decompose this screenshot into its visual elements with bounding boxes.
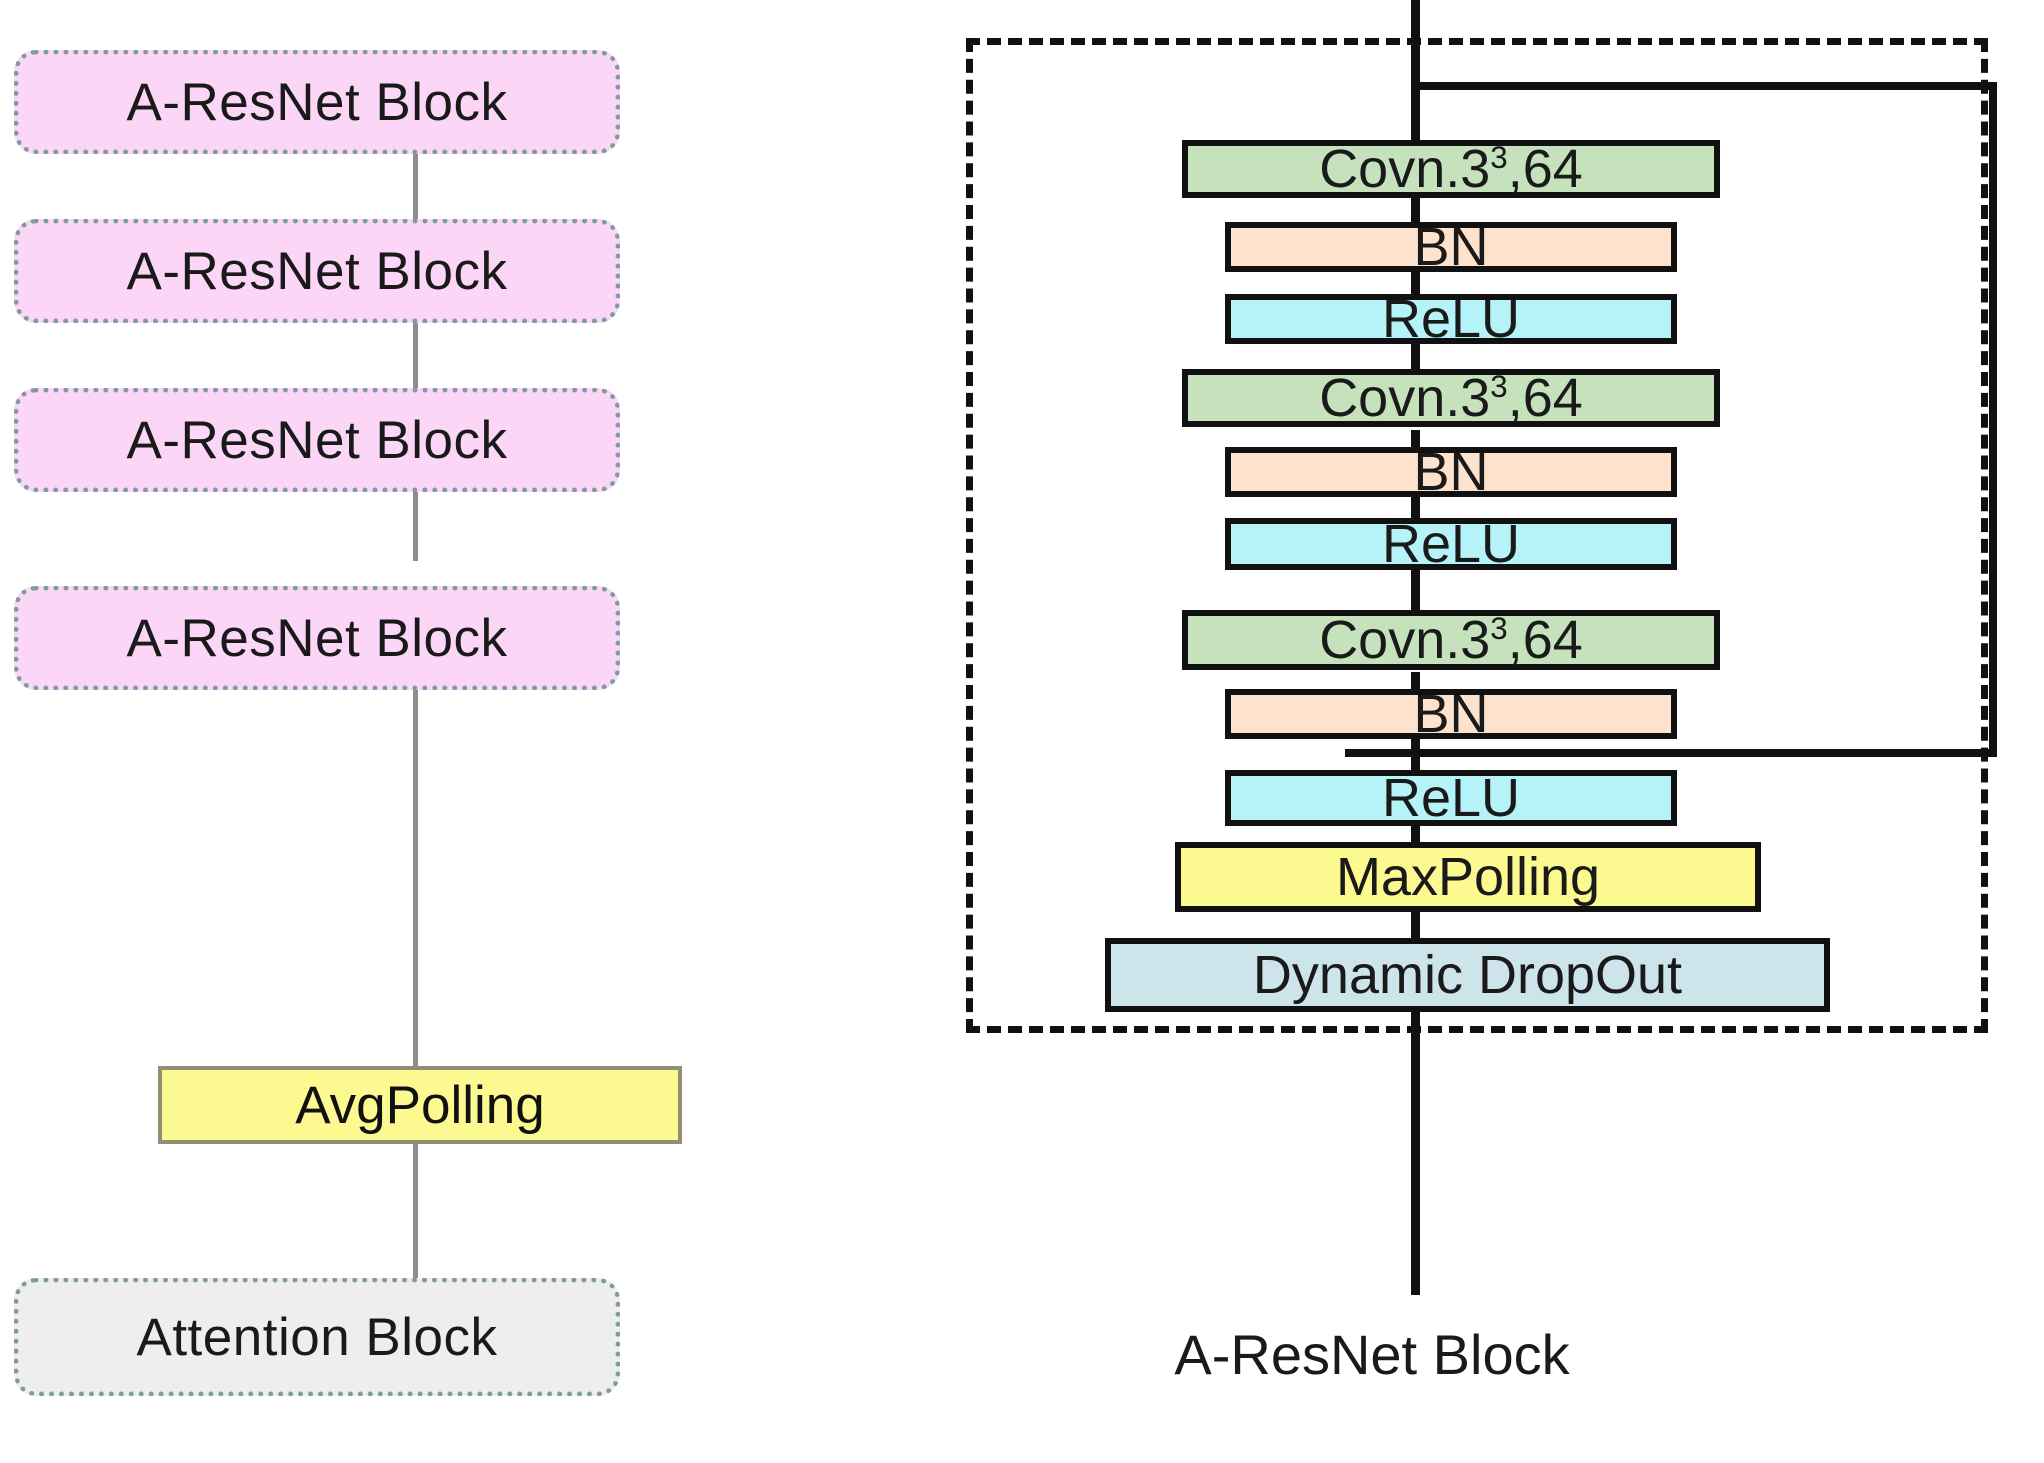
layer-label: ReLU <box>1381 289 1521 349</box>
a-resnet-block-detail: Covn.33,64 BN ReLU Covn.33,64 BN ReLU Co… <box>700 0 2044 1463</box>
wire-conv3-to-bn3 <box>1411 672 1420 691</box>
wire-relu3-to-maxpool <box>1411 824 1420 844</box>
layer-label: MaxPolling <box>1335 847 1601 907</box>
block-caption: A-ResNet Block <box>1174 1323 1570 1386</box>
pipeline-node-label: AvgPolling <box>295 1075 545 1135</box>
layer-bn-1[interactable]: BN <box>1225 217 1677 277</box>
pipeline-node-resnet-4[interactable]: A-ResNet Block <box>14 586 620 690</box>
layer-relu-1[interactable]: ReLU <box>1225 289 1677 349</box>
pipeline-node-label: A-ResNet Block <box>126 241 508 301</box>
wire-dropout-to-output <box>1411 1010 1420 1295</box>
pipeline-node-resnet-1[interactable]: A-ResNet Block <box>14 50 620 154</box>
wire-conv2-to-bn2 <box>1411 430 1420 449</box>
pipeline-node-avgpolling[interactable]: AvgPolling <box>158 1066 682 1144</box>
pipeline-node-label: A-ResNet Block <box>126 608 508 668</box>
layer-label: BN <box>1413 684 1489 744</box>
layer-label: Covn.33,64 <box>1319 610 1583 670</box>
layer-relu-2[interactable]: ReLU <box>1225 514 1677 574</box>
residual-skip-bottom-horizontal <box>1345 749 1997 757</box>
layer-label: BN <box>1413 217 1489 277</box>
layer-label: ReLU <box>1381 768 1521 828</box>
pipeline-node-label: Attention Block <box>136 1307 498 1367</box>
residual-skip-top-horizontal <box>1411 82 1997 90</box>
pipeline-node-resnet-2[interactable]: A-ResNet Block <box>14 219 620 323</box>
layer-conv-3[interactable]: Covn.33,64 <box>1182 610 1720 670</box>
layer-relu-3[interactable]: ReLU <box>1225 770 1677 826</box>
wire-input-to-conv1 <box>1411 0 1420 142</box>
connector-resnet4-avgpolling <box>413 688 418 1066</box>
layer-dynamic-dropout[interactable]: Dynamic DropOut <box>1105 938 1830 1012</box>
connector-resnet1-resnet2 <box>413 152 418 224</box>
connector-resnet2-resnet3 <box>413 319 418 391</box>
layer-label: BN <box>1413 442 1489 502</box>
connector-avgpolling-attention <box>413 1142 418 1282</box>
layer-label: Dynamic DropOut <box>1252 945 1683 1005</box>
layer-label: Covn.33,64 <box>1319 139 1583 199</box>
pipeline-node-label: A-ResNet Block <box>126 410 508 470</box>
pipeline-node-label: A-ResNet Block <box>126 72 508 132</box>
wire-relu1-to-conv2 <box>1411 341 1420 371</box>
wire-bn2-to-relu2 <box>1411 496 1420 520</box>
layer-label: Covn.33,64 <box>1319 368 1583 428</box>
wire-conv1-to-bn1 <box>1411 196 1420 224</box>
layer-maxpolling[interactable]: MaxPolling <box>1175 842 1761 912</box>
residual-skip-right-vertical <box>1989 82 1997 757</box>
wire-maxpool-to-dropout <box>1411 910 1420 940</box>
layer-bn-2[interactable]: BN <box>1225 442 1677 502</box>
wire-bn1-to-relu1 <box>1411 270 1420 296</box>
block-boundary <box>966 38 1988 1033</box>
pipeline-node-attention[interactable]: Attention Block <box>14 1278 620 1396</box>
wire-relu2-to-conv3 <box>1411 570 1420 612</box>
layer-label: ReLU <box>1381 514 1521 574</box>
layer-conv-2[interactable]: Covn.33,64 <box>1182 369 1720 427</box>
pipeline-node-resnet-3[interactable]: A-ResNet Block <box>14 388 620 492</box>
layer-bn-3[interactable]: BN <box>1225 684 1677 744</box>
connector-resnet3-resnet4 <box>413 489 418 561</box>
network-pipeline: A-ResNet Block A-ResNet Block A-ResNet B… <box>0 0 700 1463</box>
layer-conv-1[interactable]: Covn.33,64 <box>1182 140 1720 198</box>
